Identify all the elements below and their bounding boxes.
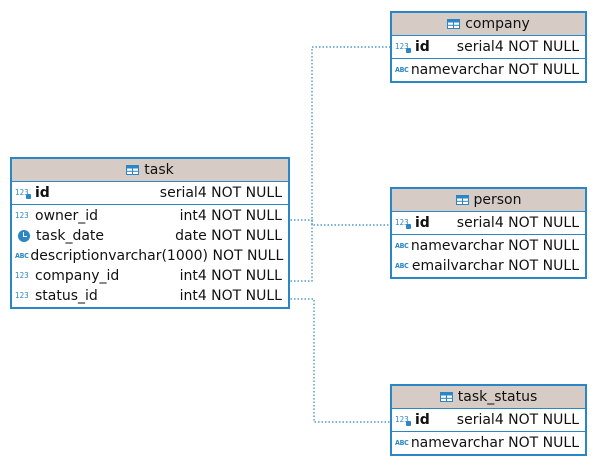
entity-title: person — [473, 192, 522, 208]
column-name: company_id — [35, 268, 120, 284]
text-icon: ABC — [15, 252, 29, 260]
int-icon: 123 — [15, 291, 29, 300]
column-row[interactable]: 123 company_id int4 NOT NULL — [12, 266, 288, 286]
int-key-icon: 123 — [395, 42, 413, 53]
fk-line-task-person — [287, 219, 390, 226]
int-key-icon: 123 — [15, 188, 33, 199]
column-type: varchar(1000) NOT NULL — [108, 248, 284, 264]
column-type: date NOT NULL — [175, 228, 282, 244]
column-name: email — [411, 258, 451, 274]
column-name: id — [35, 185, 50, 201]
column-name: name — [410, 62, 451, 78]
table-icon — [126, 165, 140, 175]
column-type: int4 NOT NULL — [179, 208, 282, 224]
table-icon — [455, 195, 469, 205]
column-type: int4 NOT NULL — [179, 268, 282, 284]
columns-section: 123 owner_id int4 NOT NULL task_date date NO… — [12, 204, 288, 307]
text-icon: ABC — [395, 66, 409, 74]
clock-icon — [18, 230, 30, 242]
int-icon: 123 — [15, 211, 29, 220]
column-type: serial4 NOT NULL — [456, 412, 579, 428]
column-type: varchar NOT NULL — [450, 258, 579, 274]
column-row[interactable]: 123 owner_id int4 NOT NULL — [12, 206, 288, 226]
column-name: id — [415, 412, 430, 428]
int-key-icon: 123 — [395, 415, 413, 426]
int-key-icon: 123 — [395, 218, 413, 229]
column-name: id — [415, 215, 430, 231]
column-row[interactable]: task_date date NOT NULL — [12, 226, 288, 246]
column-name: id — [415, 39, 430, 55]
entity-title: task — [144, 162, 174, 178]
column-type: varchar NOT NULL — [450, 62, 579, 78]
column-type: varchar NOT NULL — [450, 435, 579, 451]
column-type: serial4 NOT NULL — [456, 39, 579, 55]
column-name: owner_id — [35, 208, 99, 224]
text-icon: ABC — [395, 242, 409, 250]
text-icon: ABC — [395, 439, 409, 447]
int-icon: 123 — [15, 271, 29, 280]
entity-header[interactable]: task — [12, 159, 288, 182]
column-type: serial4 NOT NULL — [456, 215, 579, 231]
column-type: varchar NOT NULL — [450, 238, 579, 254]
column-type: serial4 NOT NULL — [159, 185, 282, 201]
column-row[interactable]: 123 status_id int4 NOT NULL — [12, 286, 288, 306]
entity-header[interactable]: task_status — [392, 386, 585, 409]
fk-line-task-company — [287, 46, 390, 282]
entity-header[interactable]: person — [392, 189, 585, 212]
table-icon — [439, 392, 453, 402]
text-icon: ABC — [395, 262, 409, 270]
column-name: name — [410, 238, 451, 254]
table-icon — [447, 19, 461, 29]
column-type: int4 NOT NULL — [179, 288, 282, 304]
column-name: description — [30, 248, 109, 264]
entity-title: company — [465, 16, 530, 32]
fk-line-task-status — [287, 298, 390, 423]
column-name: name — [410, 435, 451, 451]
column-name: status_id — [35, 288, 98, 304]
entity-header[interactable]: company — [392, 13, 585, 36]
entity-title: task_status — [457, 389, 538, 405]
column-name: task_date — [36, 228, 105, 244]
